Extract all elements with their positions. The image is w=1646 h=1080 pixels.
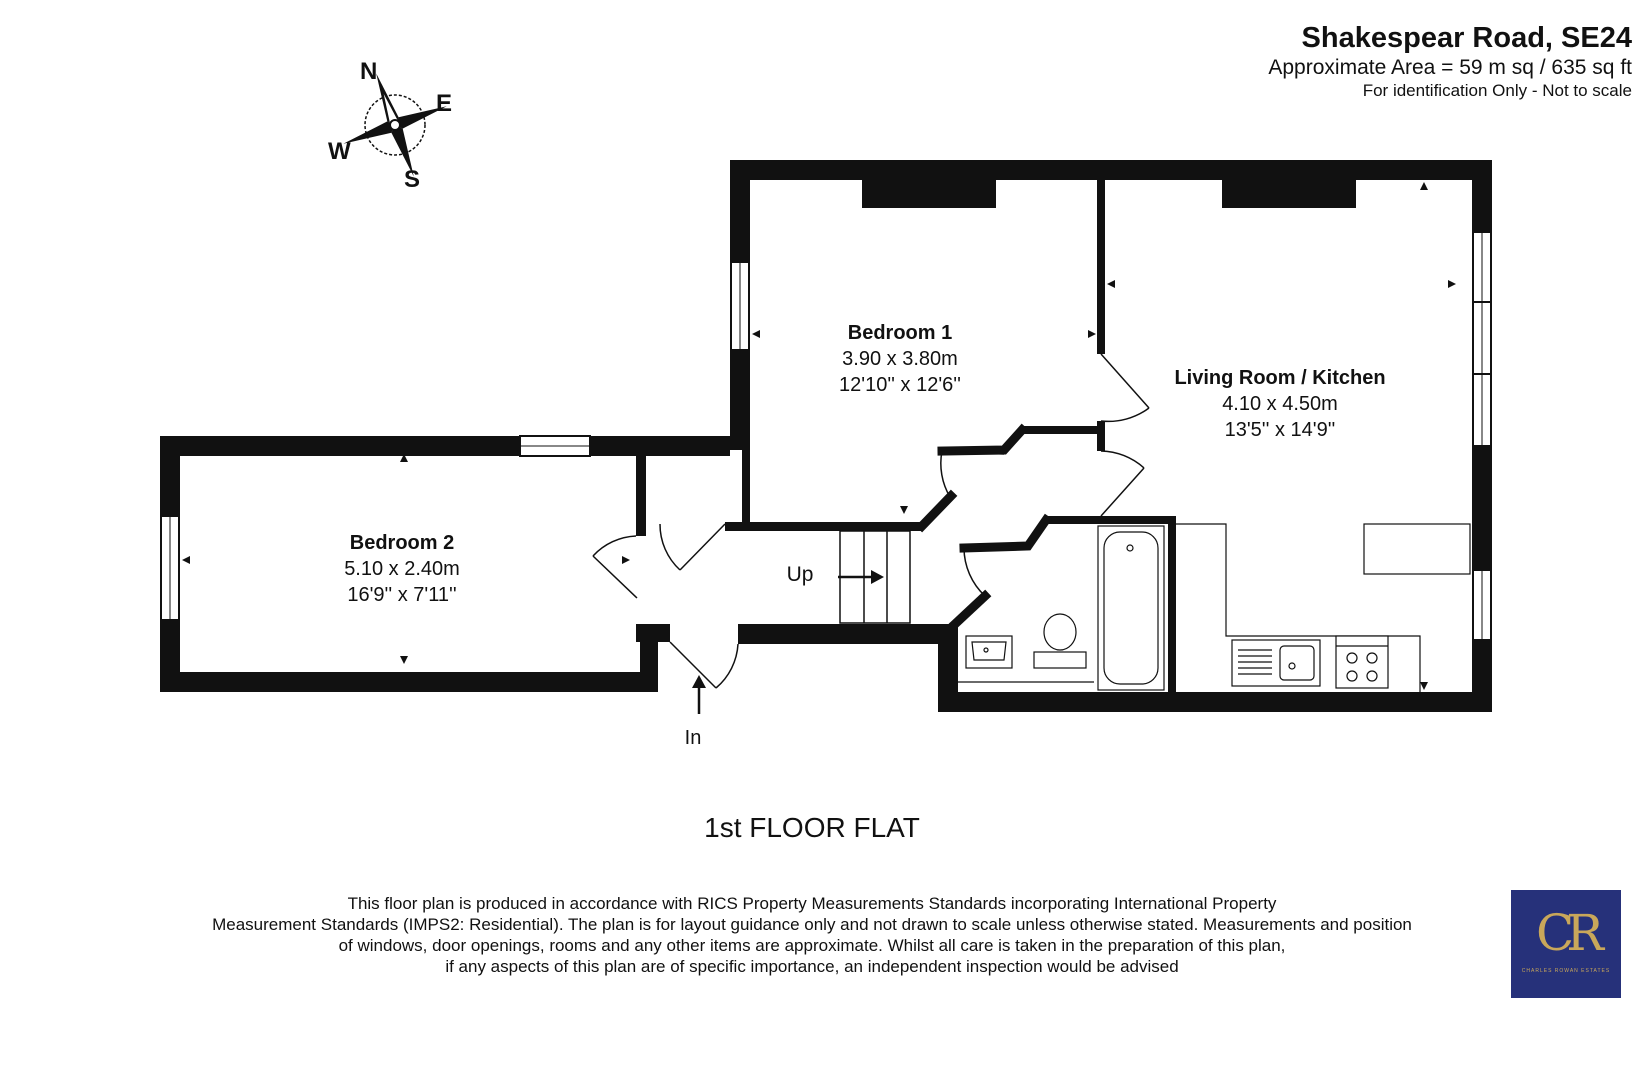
living-room-kitchen-name: Living Room / Kitchen xyxy=(1174,367,1386,389)
kitchen-units xyxy=(1176,523,1471,692)
footer-line: of windows, door openings, rooms and any… xyxy=(338,936,1286,955)
living-room-kitchen-label: Living Room / Kitchen 4.10 x 4.50m 13'5'… xyxy=(1174,367,1385,442)
compass-north-label: N xyxy=(360,58,378,85)
bedroom-1-label: Bedroom 1 3.90 x 3.80m 12'10'' x 12'6'' xyxy=(839,322,961,397)
footer-line: Measurement Standards (IMPS2: Residentia… xyxy=(212,915,1412,934)
toilet-icon xyxy=(1033,613,1087,669)
bedroom-2-metric: 5.10 x 2.40m xyxy=(344,558,460,580)
bedroom-2-imperial: 16'9'' x 7'11'' xyxy=(347,584,457,606)
compass-south-label: S xyxy=(404,166,421,193)
compass-east-label: E xyxy=(436,90,453,117)
logo-text: CHARLES ROWAN ESTATES xyxy=(1521,968,1611,974)
compass-icon xyxy=(343,73,447,177)
footer-line: This floor plan is produced in accordanc… xyxy=(347,894,1277,913)
entrance-arrow xyxy=(692,675,706,714)
living-room-kitchen-metric: 4.10 x 4.50m xyxy=(1222,393,1338,415)
doors xyxy=(592,353,1150,689)
bath-icon xyxy=(1097,525,1165,691)
logo-monogram: CR xyxy=(1536,904,1604,962)
floor-label: 1st FLOOR FLAT xyxy=(704,812,920,843)
bedroom-2-label: Bedroom 2 5.10 x 2.40m 16'9'' x 7'11'' xyxy=(344,532,460,607)
agency-logo: CR CHARLES ROWAN ESTATES xyxy=(1511,890,1621,998)
sink-icon xyxy=(1231,639,1321,687)
plan-title: Shakespear Road, SE24 xyxy=(1301,22,1632,54)
living-room-kitchen-imperial: 13'5'' x 14'9'' xyxy=(1224,419,1336,441)
footer-line: if any aspects of this plan are of speci… xyxy=(445,957,1179,976)
basin-icon xyxy=(965,635,1013,669)
approximate-area: Approximate Area = 59 m sq / 635 sq ft xyxy=(1268,56,1632,79)
hob-icon xyxy=(1335,635,1389,689)
stairs-up-label: Up xyxy=(786,563,814,586)
footer-disclaimer: This floor plan is produced in accordanc… xyxy=(187,893,1437,977)
compass-west-label: W xyxy=(328,138,351,165)
stairs-up-arrow xyxy=(838,570,884,584)
dimension-markers xyxy=(182,182,1456,690)
bedroom-1-imperial: 12'10'' x 12'6'' xyxy=(839,374,961,396)
bedroom-2-name: Bedroom 2 xyxy=(349,532,455,554)
bedroom-1-metric: 3.90 x 3.80m xyxy=(842,348,958,370)
window-panes xyxy=(169,232,1483,640)
identification-disclaimer: For identification Only - Not to scale xyxy=(1362,81,1632,100)
bedroom-1-name: Bedroom 1 xyxy=(847,322,953,344)
entrance-label: In xyxy=(684,727,702,749)
